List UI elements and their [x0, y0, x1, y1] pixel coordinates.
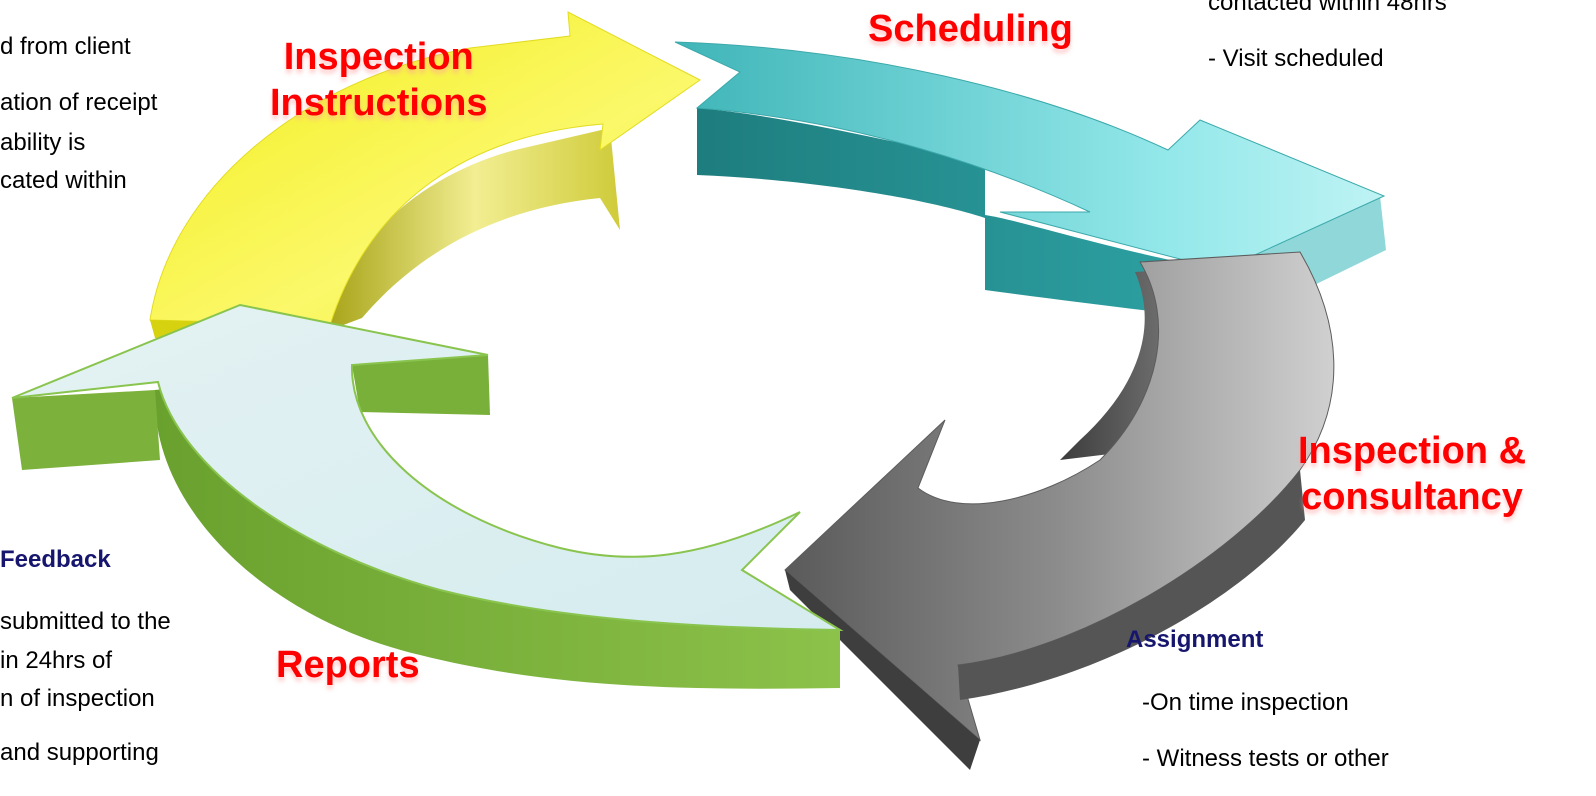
assignment-line: -On time inspection — [1142, 689, 1349, 716]
left-text-line: d from client — [0, 33, 131, 60]
stage-label-line: consultancy — [1301, 476, 1523, 518]
right-top-text-line: - Visit scheduled — [1208, 45, 1384, 72]
inspection-consultancy-arrow — [784, 251, 1335, 770]
feedback-heading: Feedback — [0, 546, 111, 573]
stage-label-reports: Reports — [276, 644, 420, 686]
feedback-line: and supporting — [0, 739, 159, 766]
stage-label-scheduling: Scheduling — [868, 8, 1073, 50]
feedback-line: in 24hrs of — [0, 647, 113, 674]
stage-label-line: Inspection — [283, 36, 474, 78]
feedback-line: n of inspection — [0, 685, 155, 712]
reports-arrow — [11, 303, 844, 689]
right-top-text-line: contacted within 48hrs — [1208, 0, 1447, 16]
stage-label-inspection-instructions: Inspection Instructions — [270, 34, 487, 126]
assignment-heading: Assignment — [1126, 626, 1264, 653]
stage-label-line: Inspection & — [1298, 430, 1527, 472]
left-text-line: ability is — [0, 129, 86, 156]
left-text-line: ation of receipt — [0, 89, 158, 116]
feedback-line: submitted to the — [0, 608, 171, 635]
left-text-line: cated within — [0, 167, 127, 194]
stage-label-inspection-consultancy: Inspection & consultancy — [1298, 428, 1526, 520]
stage-label-line: Instructions — [270, 82, 488, 124]
assignment-line: - Witness tests or other — [1142, 745, 1389, 772]
